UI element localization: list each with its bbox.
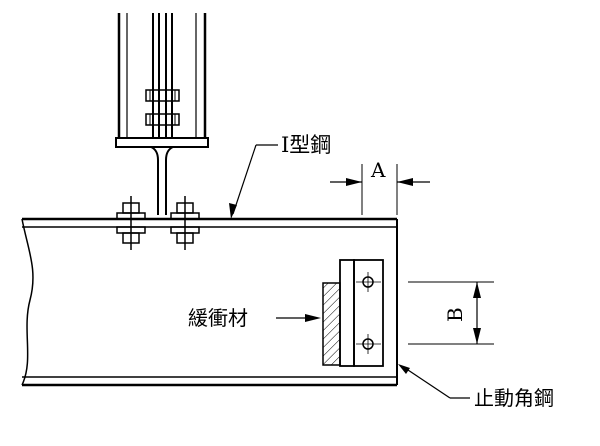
leader-buffer: [276, 314, 321, 322]
dimension-a: [330, 164, 430, 215]
dimension-b: [408, 281, 494, 345]
buffer-pad: [322, 282, 341, 366]
dimension-a-label: A: [370, 158, 386, 182]
dimension-b-label: B: [443, 307, 467, 322]
stop-angle-label: 止動角鋼: [474, 386, 554, 410]
i-beam-section: [150, 146, 174, 215]
buffer-label: 緩衝材: [188, 306, 248, 330]
bolt-right: [170, 196, 200, 250]
leader-i-beam: [229, 144, 278, 219]
i-beam-label: I型鋼: [281, 133, 331, 157]
stop-angle: [339, 259, 384, 367]
main-beam: [21, 217, 398, 387]
vertical-column: [115, 13, 209, 148]
leader-stop-angle: [398, 364, 470, 399]
bolt-left: [116, 196, 146, 250]
